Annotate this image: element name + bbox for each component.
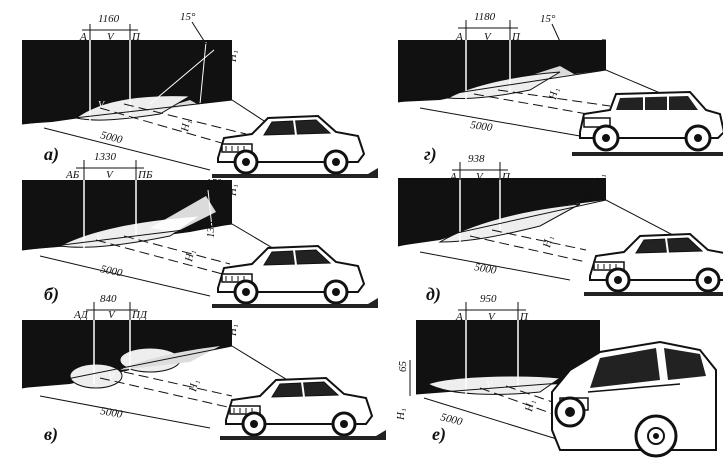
panel-letter: б) <box>44 284 59 305</box>
distance: 5000 <box>473 261 497 277</box>
svg-text:H₁: H₁ <box>179 119 193 134</box>
height-dim: 95 <box>581 189 593 201</box>
panel-b: 1330 АБ ПБ V V 15° 130 H₁ 5000 H₁ б) <box>21 151 380 310</box>
panel-letter: г) <box>424 144 437 165</box>
center-mark: V <box>488 311 496 323</box>
car <box>210 114 380 180</box>
svg-text:H₁: H₁ <box>187 379 201 394</box>
right-mark: П <box>131 31 141 43</box>
left-mark: АБ <box>65 169 80 181</box>
h-label: H₁ <box>227 184 239 197</box>
svg-text:V: V <box>486 380 494 391</box>
center-mark: V <box>484 31 492 43</box>
width-dim: 950 <box>480 293 497 305</box>
left-mark: АД <box>73 309 89 321</box>
height-dim: 170 <box>573 41 585 58</box>
screen-wall <box>22 180 232 250</box>
panel-letter: е) <box>432 424 446 445</box>
car <box>218 376 388 442</box>
height-dim: 80 <box>205 59 217 71</box>
right-mark: П <box>519 311 529 323</box>
angle-label: 15° <box>206 177 222 189</box>
angle-label: 15° <box>540 13 556 25</box>
width-dim: 840 <box>100 293 117 305</box>
svg-text:V: V <box>470 230 478 241</box>
car <box>551 340 717 458</box>
h-label: H₁ <box>395 408 407 421</box>
h-label: H₁ <box>227 50 239 63</box>
height-dim: 50 <box>209 335 221 347</box>
screen-wall <box>22 40 232 124</box>
panel-letter: в) <box>44 424 58 445</box>
panel-v: 840 АД ПД V V 50 H₁ 5000 H₁ в) <box>21 293 388 445</box>
left-mark: А <box>455 31 463 43</box>
panel-g: 1180 А П V V 15° 170 H₁ 5000 H₁ г) <box>397 11 723 165</box>
panel-letter: д) <box>426 284 441 305</box>
light-spot <box>74 95 192 121</box>
h-label: H₁ <box>595 38 607 51</box>
svg-text:V: V <box>96 234 104 245</box>
svg-text:H₁: H₁ <box>523 399 537 414</box>
angle-label: 15° <box>180 11 196 23</box>
svg-text:H₁: H₁ <box>541 235 555 250</box>
center-mark: V <box>107 31 115 43</box>
screen-wall <box>416 320 600 394</box>
right-mark: П <box>501 171 511 183</box>
h-label: H₁ <box>595 174 607 187</box>
car <box>570 90 723 158</box>
svg-text:H₁: H₁ <box>547 87 561 102</box>
right-mark: П <box>511 31 521 43</box>
height-dim: 130 <box>205 221 217 238</box>
distance: 5000 <box>470 119 494 134</box>
left-mark: А <box>455 311 463 323</box>
car <box>210 244 380 310</box>
screen-wall <box>398 178 606 246</box>
panel-letter: а) <box>44 144 59 165</box>
distance: 5000 <box>439 411 464 428</box>
svg-text:H₁: H₁ <box>183 249 197 264</box>
svg-text:V: V <box>108 372 116 383</box>
distance: 5000 <box>99 263 124 279</box>
panel-a: 1160 А П V V 15° 80 H₁ 5000 H₁ а) <box>21 11 380 180</box>
distance: 5000 <box>99 405 123 421</box>
screen-wall <box>398 40 606 102</box>
center-mark: V <box>106 169 114 181</box>
distance: 5000 <box>99 129 124 146</box>
right-mark: ПД <box>131 309 148 321</box>
width-dim: 1180 <box>474 11 496 23</box>
height-dim: 65 <box>397 361 409 373</box>
h-label: H₁ <box>227 324 239 337</box>
car <box>582 232 723 298</box>
left-mark: А <box>79 31 87 43</box>
right-mark: ПБ <box>137 169 153 181</box>
panel-d: 938 А П V V 95 H₁ 5000 H₁ д) <box>397 153 723 305</box>
center-mark: V <box>108 309 116 321</box>
width-dim: 1160 <box>98 13 120 25</box>
center-mark: V <box>476 171 484 183</box>
width-dim: 938 <box>468 153 485 165</box>
svg-text:V: V <box>476 86 484 97</box>
left-mark: А <box>449 171 457 183</box>
panel-e: 950 А П V V 65 H₁ 5000 H₁ е) <box>395 293 717 458</box>
width-dim: 1330 <box>94 151 117 163</box>
center-mark-wall: V <box>98 100 106 111</box>
